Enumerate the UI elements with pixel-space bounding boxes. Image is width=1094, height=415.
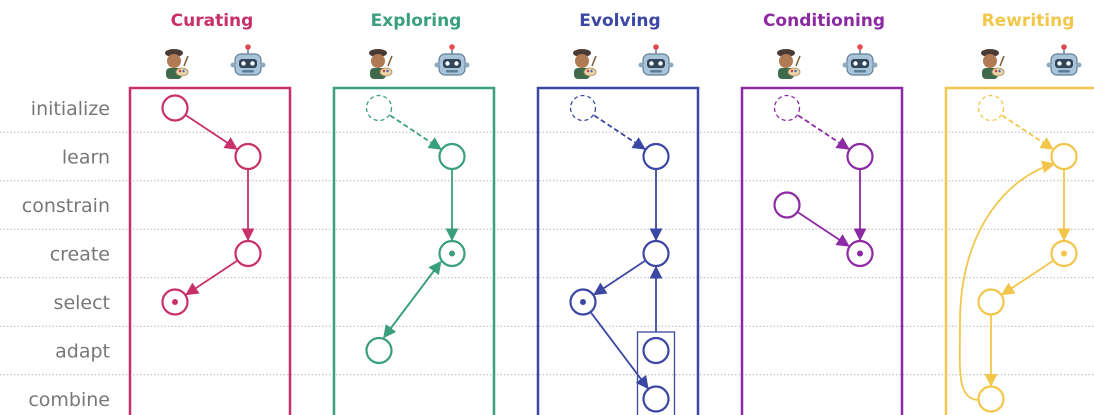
node-initialize: [365, 94, 393, 122]
row-label-adapt: adapt: [55, 341, 110, 363]
node-create: [642, 239, 670, 268]
node-learn: [846, 142, 874, 171]
artist-icon: [573, 49, 597, 79]
column-title-rewriting: Rewriting: [982, 11, 1075, 31]
edge-adapt-to-create: [383, 260, 442, 338]
column-frame: [128, 86, 292, 415]
row-labels: initialize learn constrain create select adap…: [22, 98, 110, 411]
edge-create-to-select: [1001, 260, 1054, 296]
node-initialize: [161, 94, 189, 122]
node-constrain: [773, 191, 801, 219]
robot-icon: [230, 44, 266, 76]
node-selected-dot: [172, 299, 178, 305]
edge-init-to-learn: [1001, 114, 1054, 150]
node-initialize: [569, 94, 597, 122]
row-gridlines: [0, 131, 1094, 376]
column-frame: [332, 86, 496, 415]
column-curating: Curating: [128, 11, 292, 415]
edge-select-to-combine: [590, 312, 649, 390]
edge-create-to-select: [593, 260, 646, 296]
node-learn: [438, 142, 466, 171]
node-learn: [642, 142, 670, 171]
artist-icon: [369, 49, 393, 79]
column-conditioning: Conditioning: [740, 11, 904, 415]
node-create: [234, 239, 262, 268]
node-selected-dot: [580, 299, 586, 305]
artist-icon: [165, 49, 189, 79]
node-select: [977, 288, 1005, 316]
edge-create-to-select: [185, 260, 238, 296]
column-evolving: Evolving: [536, 11, 700, 415]
robot-icon: [1046, 44, 1082, 76]
column-title-evolving: Evolving: [579, 11, 660, 31]
column-rewriting: Rewriting: [944, 11, 1094, 415]
node-selected-dot: [449, 250, 455, 257]
node-adapt: [365, 336, 393, 365]
robot-icon: [842, 44, 878, 76]
node-selected-dot: [1061, 250, 1067, 257]
node-initialize: [977, 94, 1005, 122]
edge-constrain-to-create: [797, 211, 850, 247]
node-selected-dot: [857, 250, 863, 257]
row-label-combine: combine: [28, 389, 110, 411]
edge-init-to-learn: [797, 114, 850, 150]
edge-init-to-learn: [389, 114, 442, 150]
row-label-learn: learn: [62, 147, 110, 169]
edge-init-to-learn: [593, 114, 646, 150]
row-label-initialize: initialize: [31, 98, 110, 120]
node-learn: [1050, 142, 1078, 171]
column-frame: [740, 86, 904, 415]
node-initialize: [773, 94, 801, 122]
artist-icon: [981, 49, 1005, 79]
robot-icon: [434, 44, 470, 76]
edge-init-to-learn: [185, 114, 238, 150]
column-title-exploring: Exploring: [371, 11, 462, 31]
column-title-curating: Curating: [171, 11, 254, 31]
row-label-constrain: constrain: [22, 195, 110, 217]
node-adapt: [642, 336, 670, 365]
artist-icon: [777, 49, 801, 79]
column-frame: [536, 86, 700, 415]
column-title-conditioning: Conditioning: [763, 11, 885, 31]
node-combine: [977, 385, 1005, 413]
row-label-select: select: [54, 292, 110, 314]
pattern-columns: Curating Exploring Evolving Conditioning Rew…: [128, 11, 1094, 415]
edge-combine-to-learn: [958, 160, 1056, 401]
node-learn: [234, 142, 262, 171]
node-combine: [642, 385, 670, 413]
row-label-create: create: [50, 244, 110, 266]
robot-icon: [638, 44, 674, 76]
column-exploring: Exploring: [332, 11, 496, 415]
column-frame: [944, 86, 1094, 415]
